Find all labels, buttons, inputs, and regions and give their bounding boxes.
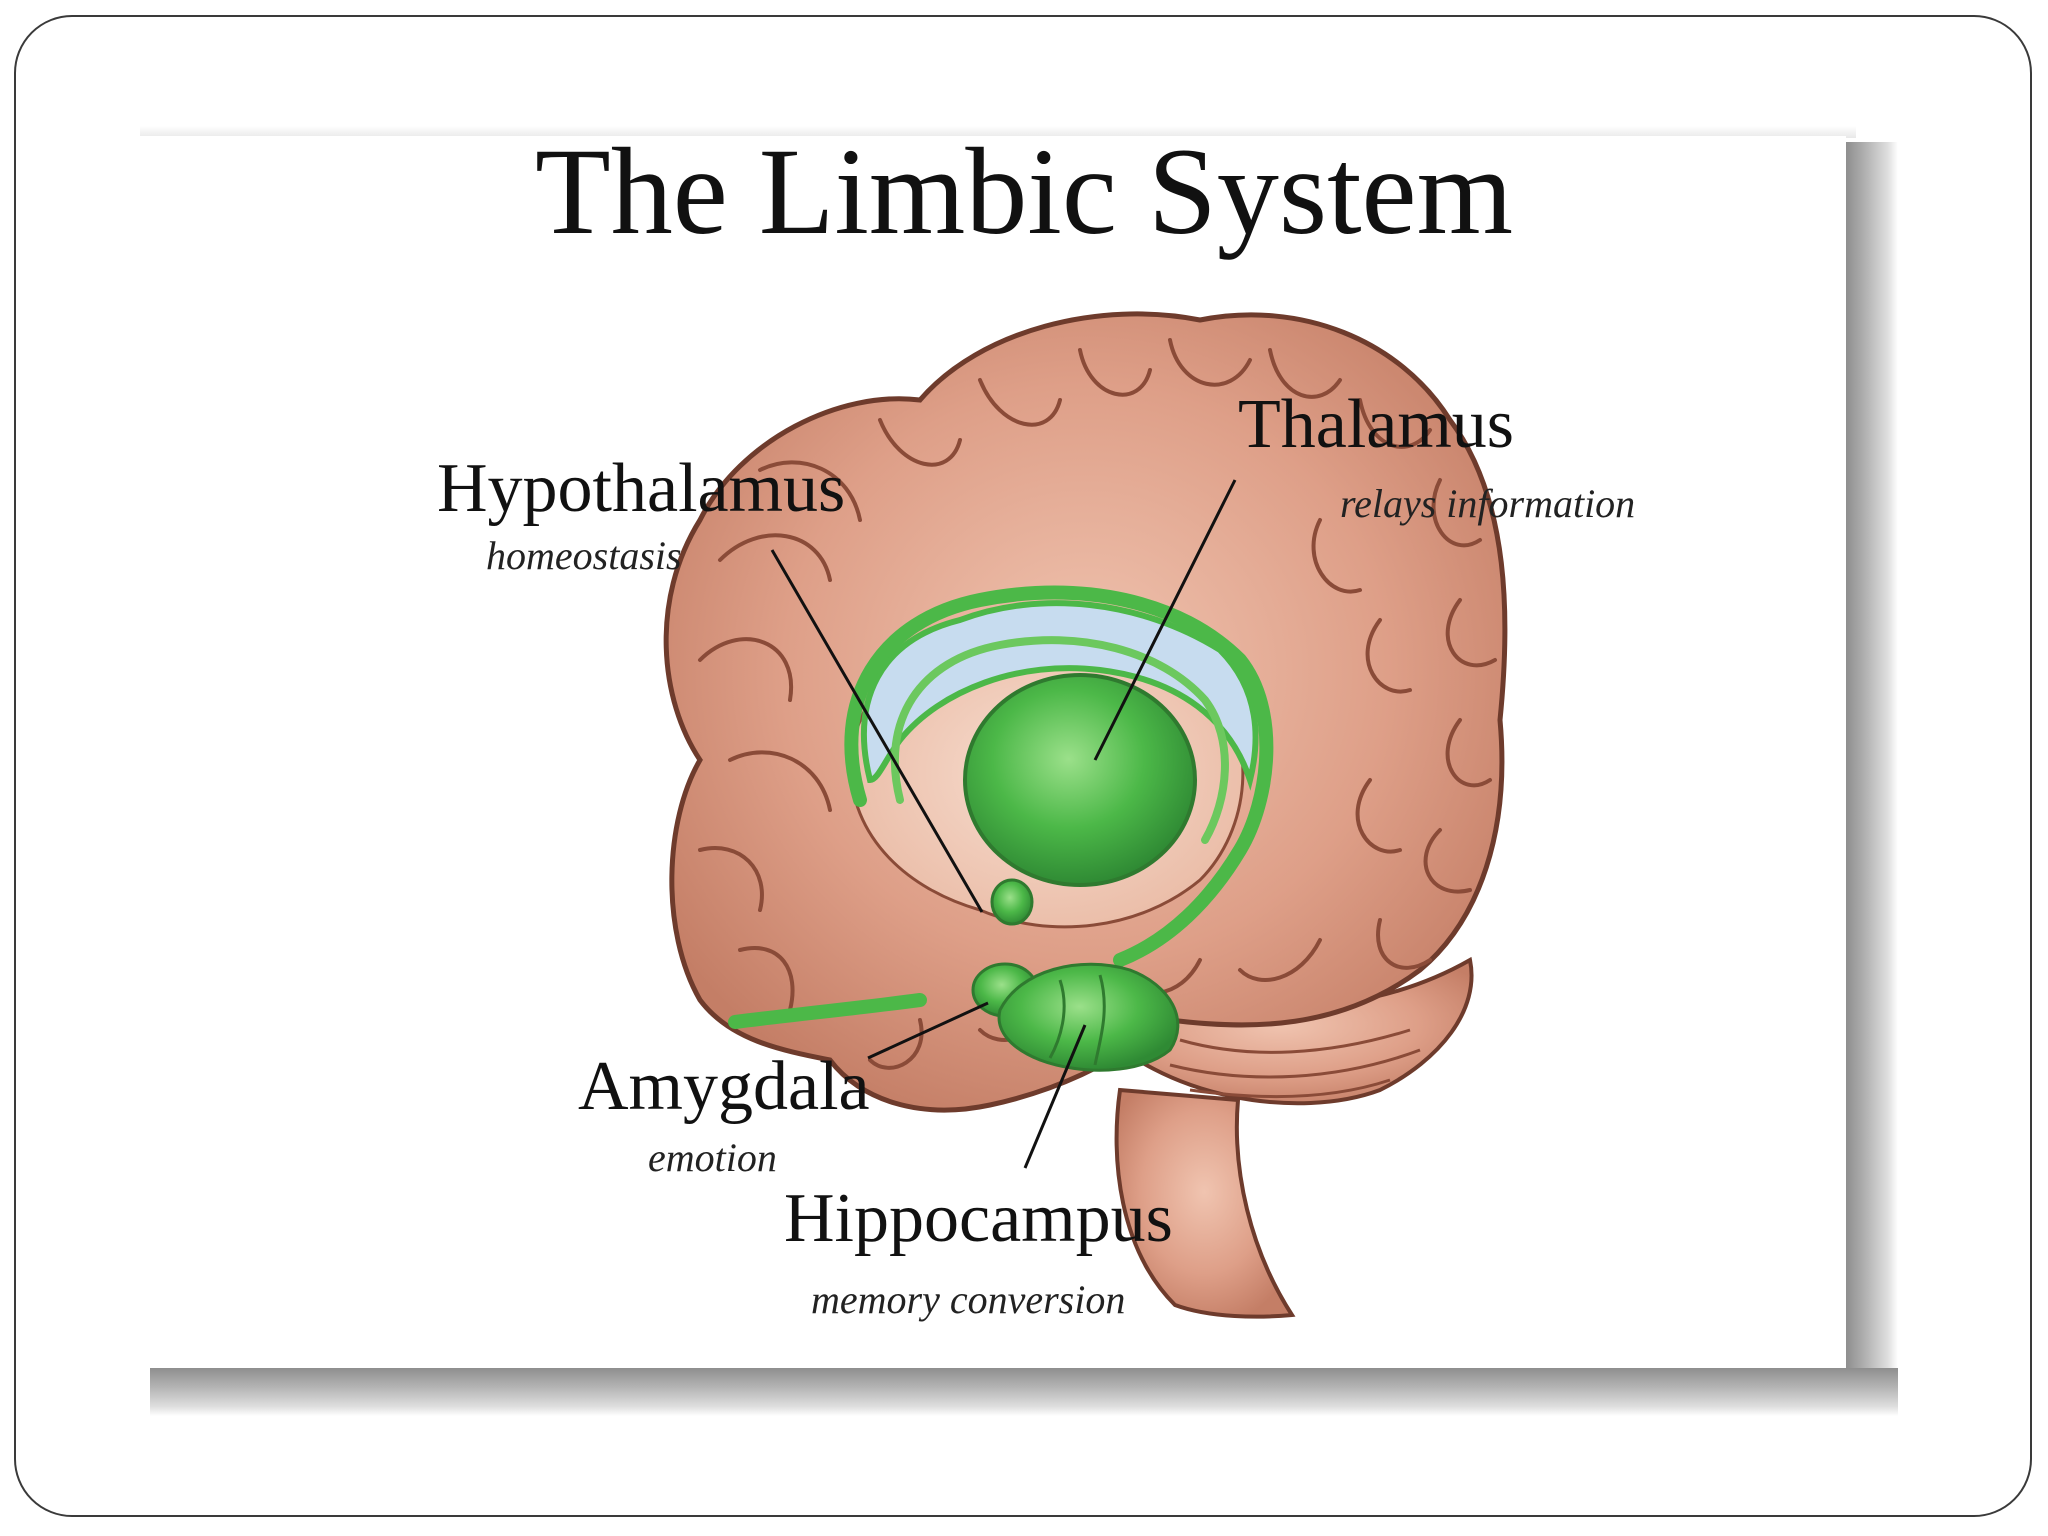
hippocampus-structure (997, 962, 1180, 1072)
fornix (844, 585, 1274, 967)
thalamus-leader-line (1093, 479, 1237, 761)
slide-title: The Limbic System (534, 123, 1514, 260)
image-shadow-top (140, 126, 1856, 138)
olfactory-tract (728, 993, 927, 1029)
amygdala-description: emotion (648, 1135, 777, 1180)
hypothalamus-structure (990, 878, 1034, 926)
hippocampus-label: Hippocampus (784, 1180, 1173, 1257)
image-shadow-bottom (150, 1368, 1898, 1416)
hypothalamus-description: homeostasis (486, 533, 682, 578)
thalamus-label: Thalamus (1238, 386, 1515, 463)
brainstem (1114, 1087, 1296, 1319)
image-shadow-right (1846, 142, 1898, 1382)
thalamus-structure (963, 673, 1197, 887)
fornix-inner (890, 636, 1229, 844)
amygdala-label: Amygdala (578, 1048, 870, 1125)
hippocampus-leader-line (1023, 1024, 1087, 1169)
lateral-ventricle (861, 600, 1259, 791)
hypothalamus-label: Hypothalamus (437, 450, 846, 527)
hippocampus-description: memory conversion (811, 1277, 1126, 1322)
hypothalamus-leader-line (770, 549, 984, 913)
thalamus-description: relays information (1340, 481, 1636, 526)
amygdala-leader-line (867, 1001, 989, 1060)
